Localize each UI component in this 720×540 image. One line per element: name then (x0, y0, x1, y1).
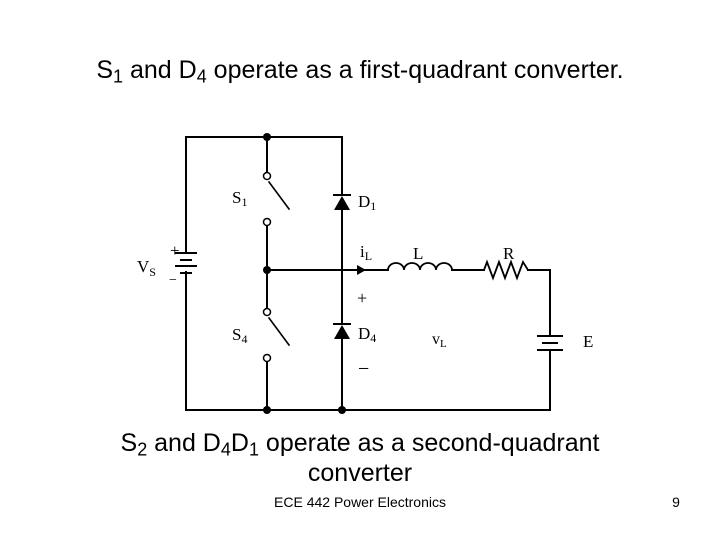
caption-sub-4: 4 (220, 439, 231, 460)
switch-s4-terminal-bottom (262, 353, 272, 363)
current-arrow-icon (357, 265, 366, 275)
caption-sub-1: 1 (248, 439, 259, 460)
node-top-switch (263, 133, 271, 141)
source-vs-plates (175, 252, 197, 274)
diode-d4-label: D4 (358, 324, 376, 345)
node-bottom-diode (338, 406, 346, 414)
current-il-label: iL (360, 242, 372, 263)
resistor-label: R (503, 244, 515, 263)
page-number: 9 (672, 494, 680, 510)
switch-s1-label: S1 (232, 188, 247, 209)
source-vs-minus: − (169, 273, 177, 288)
diode-d1-triangle (334, 196, 350, 210)
switch-s4-blade (267, 316, 291, 347)
caption-text-s: S (120, 429, 138, 457)
switch-s4-terminal-top (262, 307, 272, 317)
emf-label: E (583, 332, 593, 351)
diode-d1-label: D1 (358, 192, 376, 213)
switch-s1-blade (267, 180, 291, 211)
title-sub-4: 4 (196, 66, 207, 87)
title-text-rest: operate as a first-quadrant converter. (206, 56, 624, 84)
load-voltage-label: vL (432, 331, 447, 350)
switch-s1-terminal-top (262, 171, 272, 181)
caption-line-2: converter (307, 459, 413, 487)
slide-footer: ECE 442 Power Electronics (274, 494, 446, 510)
switch-s1-terminal-bottom (262, 217, 272, 227)
node-mid-switch (263, 266, 271, 274)
switch-s4-label: S4 (232, 325, 247, 346)
resistor-zigzag (482, 259, 530, 281)
title-sub-1: 1 (113, 66, 124, 87)
node-bottom-switch (263, 406, 271, 414)
caption-text-d: D (230, 429, 249, 457)
caption-text-and-d: and D (147, 429, 221, 457)
caption-line-1: S2 and D4D1 operate as a second-quadrant (70, 428, 650, 460)
source-vs-label: VS (137, 257, 156, 279)
source-emf-plates (537, 335, 563, 351)
caption-text-rest: operate as a second-quadrant (258, 429, 600, 457)
load-voltage-plus: + (357, 288, 367, 308)
title-text-s: S (96, 56, 114, 84)
inductor-coil (387, 262, 453, 271)
title-text-and-d: and D (123, 56, 197, 84)
slide-title: S1 and D4 operate as a first-quadrant co… (0, 52, 720, 88)
slide-caption: S2 and D4D1 operate as a second-quadrant… (70, 428, 650, 488)
inductor-label: L (413, 244, 423, 263)
diode-d4-triangle (334, 325, 350, 339)
load-voltage-minus: − (358, 358, 369, 380)
wire-right (527, 269, 551, 337)
caption-sub-2: 2 (137, 439, 148, 460)
source-vs-plus: + (170, 241, 180, 260)
